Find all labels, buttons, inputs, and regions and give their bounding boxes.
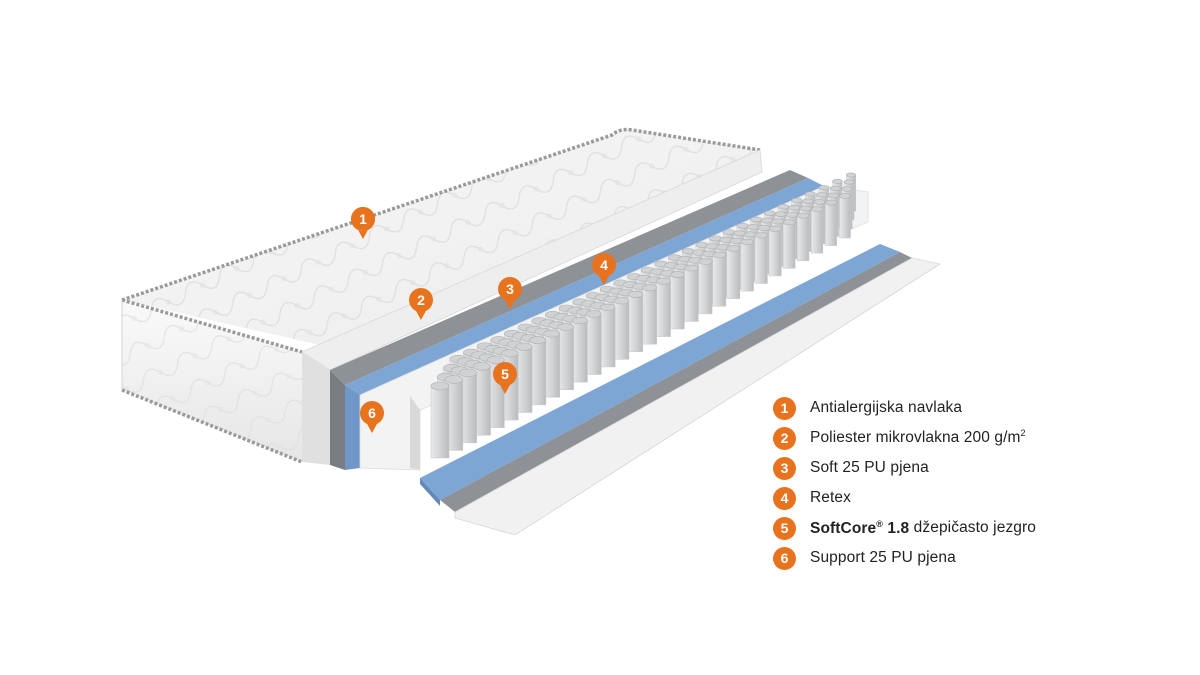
legend-item: 1 Antialergijska navlaka — [773, 393, 1173, 423]
svg-text:2: 2 — [417, 292, 425, 308]
legend-item: 3 Soft 25 PU pjena — [773, 453, 1173, 483]
legend-badge: 5 — [773, 516, 796, 540]
svg-text:3: 3 — [506, 281, 514, 297]
legend-label-superscript: 2 — [1020, 428, 1026, 439]
pocket-spring — [726, 245, 741, 299]
pocket-spring — [641, 284, 657, 345]
legend-label: SoftCore® 1.8 džepičasto jezgro — [810, 518, 1036, 537]
marker-pin-6: 6 — [360, 401, 384, 433]
pocket-spring — [754, 232, 768, 284]
pocket-spring — [430, 381, 450, 459]
pocket-spring — [585, 310, 602, 375]
svg-text:5: 5 — [501, 366, 509, 382]
pocket-spring — [782, 219, 796, 269]
legend-label: Soft 25 PU pjena — [810, 459, 929, 476]
pocket-spring — [740, 238, 754, 292]
legend-label: Poliester mikrovlakna 200 g/m2 — [810, 428, 1026, 447]
brand-model: 1.8 — [887, 519, 910, 537]
legend-badge: 2 — [773, 426, 796, 450]
pocket-spring — [670, 271, 685, 330]
marker-pin-3: 3 — [498, 277, 522, 309]
pocket-spring — [557, 323, 574, 390]
legend-label-text: džepičasto jezgro — [909, 519, 1036, 537]
marker-pin-1: 1 — [350, 207, 375, 239]
pocket-spring — [458, 368, 477, 444]
legend-label: Support 25 PU pjena — [810, 549, 956, 566]
mattress-front-side — [121, 298, 303, 464]
pocket-spring — [656, 277, 671, 337]
layer-bottom — [440, 252, 942, 536]
marker-pin-4: 4 — [592, 253, 616, 285]
legend-badge: 3 — [773, 456, 796, 480]
pocket-spring — [839, 193, 851, 239]
pocket-spring — [796, 212, 810, 262]
pocket-spring — [543, 329, 561, 398]
marker-pin-5: 5 — [493, 362, 517, 394]
legend-brand: SoftCore® 1.8 — [810, 518, 910, 537]
layer-legend: 1 Antialergijska navlaka 2 Poliester mik… — [773, 393, 1173, 573]
legend-item: 6 Support 25 PU pjena — [773, 543, 1173, 573]
pocket-spring — [599, 303, 616, 368]
legend-item: 2 Poliester mikrovlakna 200 g/m2 — [773, 423, 1173, 453]
layer-retex-blue-bottom — [420, 244, 900, 506]
pocket-spring — [684, 264, 699, 322]
cover-cut-edge — [301, 149, 763, 465]
layer-markers: 1 2 3 4 5 6 — [350, 207, 616, 433]
legend-badge: 6 — [773, 546, 796, 570]
legend-label: Antialergijska navlaka — [810, 399, 963, 416]
pocket-spring — [444, 375, 464, 451]
legend-item: 4 Retex — [773, 483, 1173, 513]
legend-label: Retex — [810, 489, 851, 506]
legend-item: 5 SoftCore® 1.8 džepičasto jezgro — [773, 513, 1173, 543]
legend-label-text: Poliester mikrovlakna 200 g/m — [810, 429, 1021, 447]
pocket-spring — [825, 199, 837, 246]
brand-name: SoftCore — [810, 519, 877, 537]
marker-pin-2: 2 — [409, 288, 433, 320]
layer-polyester — [330, 170, 808, 470]
pocket-spring — [712, 251, 727, 307]
svg-text:6: 6 — [368, 405, 376, 421]
pocket-spring — [529, 336, 547, 406]
legend-badge: 1 — [773, 396, 796, 420]
mattress-cover-top — [121, 127, 761, 350]
pocket-spring — [472, 362, 491, 436]
pocket-spring-core — [430, 172, 857, 459]
svg-text:4: 4 — [600, 257, 608, 273]
registered-mark: ® — [876, 518, 883, 529]
pocket-spring — [571, 316, 588, 383]
pocket-spring — [698, 258, 713, 315]
legend-badge: 4 — [773, 486, 796, 510]
svg-text:1: 1 — [359, 211, 367, 227]
pocket-spring — [768, 225, 782, 277]
pocket-spring — [627, 290, 644, 353]
pocket-spring — [613, 297, 630, 360]
pocket-spring — [811, 206, 824, 254]
layer-soft-foam — [345, 178, 824, 470]
pocket-spring — [515, 342, 533, 413]
